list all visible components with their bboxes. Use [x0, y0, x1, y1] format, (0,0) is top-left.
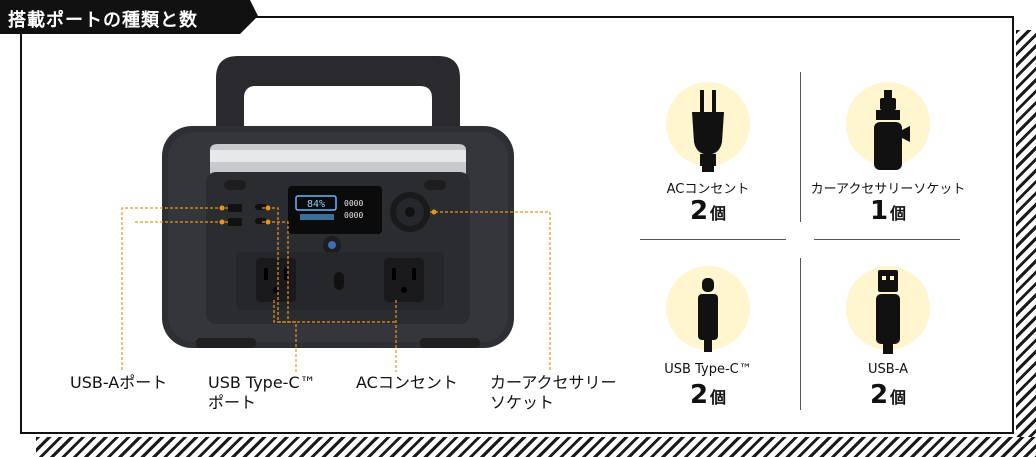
grid-divider-horizontal-left: [640, 239, 786, 240]
display-battery-percent: 84%: [307, 199, 325, 210]
car-socket-plug-icon: [874, 90, 910, 170]
callout-usb-c-port: USB Type-C™ ポート: [208, 373, 316, 413]
callout-ac-outlet: ACコンセント: [356, 373, 458, 392]
grid-divider-vertical-top: [800, 72, 801, 222]
section-heading: 搭載ポートの種類と数: [8, 10, 198, 31]
grid-divider-horizontal-right: [814, 239, 960, 240]
callout-usb-a-port: USB-Aポート: [70, 373, 168, 392]
port-name: ACコンセント: [666, 182, 750, 197]
power-station-illustration: 84% 0000 0000: [121, 56, 551, 372]
port-name: USB Type-C™: [664, 362, 752, 377]
callout-usb-c-line1: USB Type-C™: [208, 373, 316, 392]
callout-usb-c-line2: ポート: [208, 393, 257, 412]
usb-a-plug-icon: [876, 270, 900, 354]
callout-car-socket: カーアクセサリー ソケット: [490, 373, 617, 413]
port-name: カーアクセサリーソケット: [810, 182, 966, 197]
callout-car-line2: ソケット: [490, 393, 555, 412]
display-readout-top: 0000: [344, 199, 363, 208]
frame-hatch-right: [1016, 30, 1036, 457]
grid-divider-vertical-bottom: [800, 258, 801, 410]
port-name: USB-A: [868, 362, 908, 377]
usb-c-plug-icon: [698, 278, 718, 352]
callout-car-line1: カーアクセサリー: [490, 373, 617, 392]
section-heading-tab: 搭載ポートの種類と数: [0, 0, 258, 34]
display-readout-bottom: 0000: [344, 211, 363, 220]
ac-plug-icon: [692, 90, 724, 172]
frame-hatch-bottom: [36, 437, 1036, 457]
